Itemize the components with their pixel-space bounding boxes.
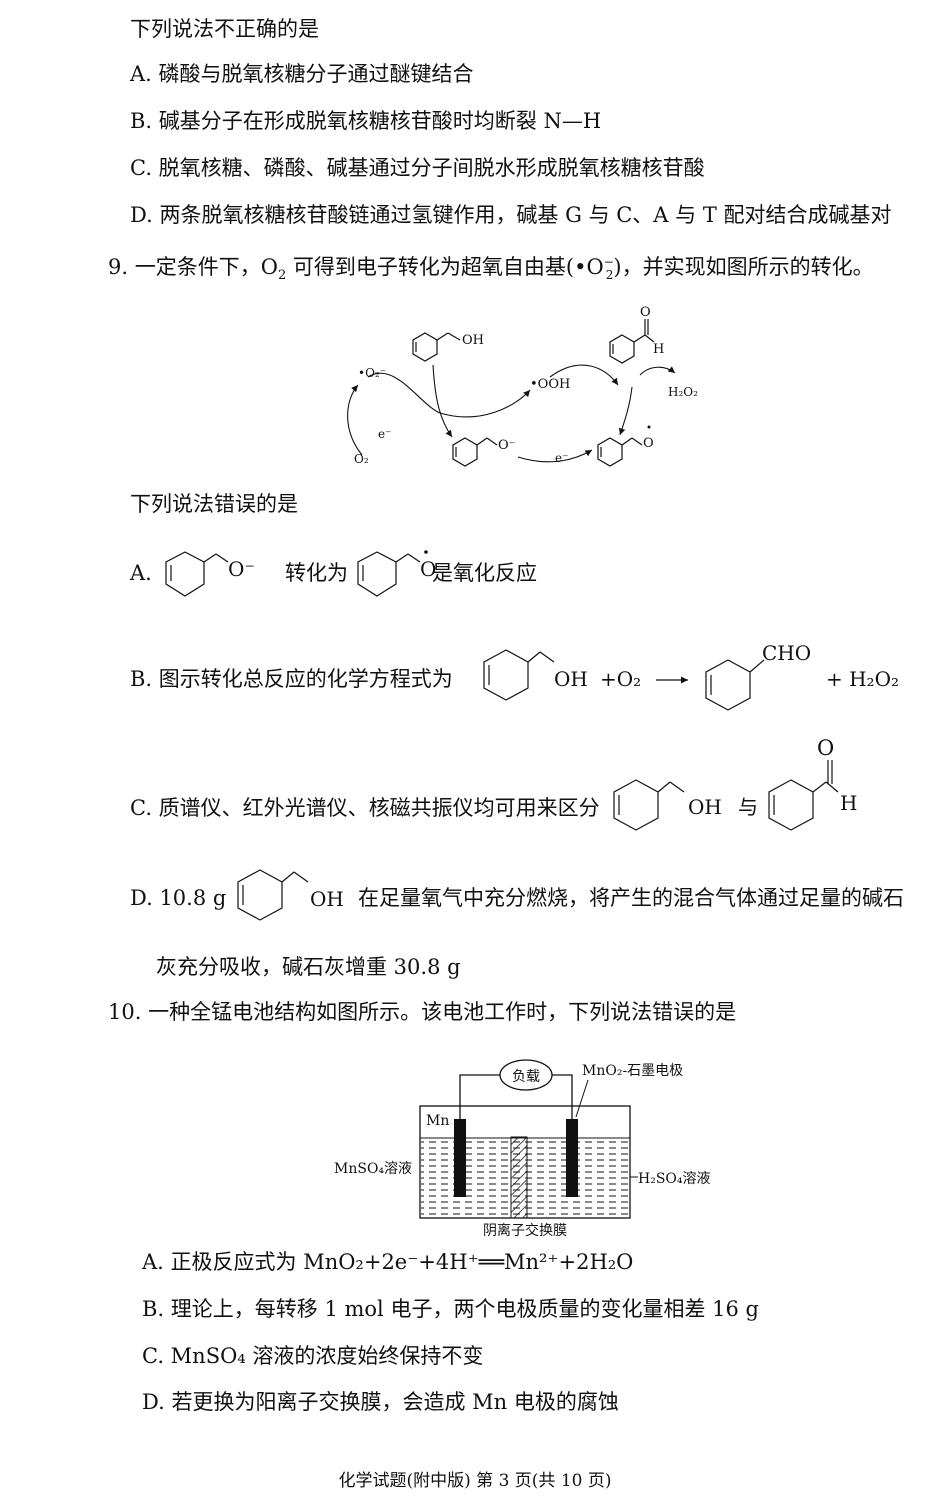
q9-option-d-label: D. 10.8 g (130, 886, 227, 910)
q10-option-d: D. 若更换为阳离子交换膜，会造成 Mn 电极的腐蚀 (142, 1390, 619, 1414)
q10-option-c: C. MnSO₄ 溶液的浓度始终保持不变 (142, 1344, 484, 1368)
q8-option-a: A. 磷酸与脱氧核糖分子通过醚键结合 (130, 62, 474, 86)
diagram-o-radical: O (643, 436, 654, 451)
diagram-superoxide: •O₂⁻ (358, 366, 386, 380)
diagram-o2: O₂ (354, 452, 369, 466)
benzyl-alkoxide-structure (452, 437, 498, 467)
q9-option-d-line2: 灰充分吸收，碱石灰增重 30.8 g (156, 955, 461, 979)
radical-dot (647, 425, 651, 429)
q8-option-d: D. 两条脱氧核糖核苷酸链通过氢键作用，碱基 G 与 C、A 与 T 配对结合成… (130, 203, 892, 227)
q9-reaction-diagram: OH O H O⁻ O •O₂⁻ O₂ e⁻ e⁻ •OOH H₂O₂ (347, 305, 698, 467)
q9-d-benzyl-alcohol: OH (237, 869, 344, 921)
mn-electrode (454, 1119, 466, 1197)
q9-c-oh: OH (688, 795, 722, 819)
diagram-ooh: •OOH (530, 377, 570, 392)
q9-prompt: 下列说法错误的是 (130, 492, 298, 516)
diagram-aldehyde-h: H (653, 342, 664, 357)
diagram-aldehyde-o: O (640, 305, 651, 320)
q9-option-a-label: A. (130, 561, 152, 585)
q9-c-aldehyde-o: O (817, 736, 835, 760)
cathode-leader (575, 1079, 589, 1118)
benzyl-alcohol-structure (412, 332, 461, 362)
q9-b-plus-h2o2: + H₂O₂ (826, 667, 899, 691)
mno2-graphite-electrode (566, 1119, 578, 1197)
diagram-arrows (347, 364, 676, 463)
mn-label: Mn (426, 1113, 449, 1129)
q10-battery-diagram: 负载 Mn MnO₂-石墨电极 MnSO₄溶液 H₂SO₄溶液 阴离子交换膜 (334, 1059, 711, 1239)
load-label: 负载 (512, 1069, 540, 1085)
q8-option-b: B. 碱基分子在形成脱氧核糖核苷酸时均断裂 N—H (130, 109, 602, 133)
q9-b-cho: CHO (762, 641, 811, 665)
q10-option-a: A. 正极反应式为 MnO₂+2e⁻+4H⁺══Mn²⁺+2H₂O (142, 1250, 634, 1274)
membrane-label: 阴离子交换膜 (483, 1222, 567, 1239)
q9-option-c-label: C. 质谱仪、红外光谱仪、核磁共振仪均可用来区分 (130, 796, 600, 820)
q9-d-oh: OH (310, 887, 344, 911)
diagram-o-minus: O⁻ (498, 438, 516, 453)
q9-b-benzaldehyde (705, 659, 765, 711)
left-solution-label: MnSO₄溶液 (334, 1161, 412, 1177)
cathode-label: MnO₂-石墨电极 (582, 1063, 683, 1079)
q9-a-o-radical: O (420, 557, 436, 581)
q9-a-o-minus: O⁻ (228, 557, 255, 581)
benzyloxy-radical-structure (597, 437, 643, 467)
q9-b-plus-o2: +O₂ (600, 667, 641, 691)
q9-b-benzyl-alcohol (483, 649, 555, 701)
load-symbol (499, 1059, 553, 1091)
q9-a-radical-dot (424, 550, 428, 554)
benzaldehyde-structure (609, 319, 655, 364)
q9-stem: 9. 一定条件下，O2 可得到电子转化为超氧自由基(•O−2)，并实现如图所示的… (108, 255, 874, 284)
q10-option-b: B. 理论上，每转移 1 mol 电子，两个电极质量的变化量相差 16 g (142, 1297, 759, 1321)
diagram-e-bottom: e⁻ (555, 451, 568, 465)
diagram-oh-label: OH (462, 333, 484, 348)
q9-c-h: H (840, 791, 857, 815)
diagram-e-left: e⁻ (378, 427, 391, 441)
q9-option-a-mid: 转化为 (285, 561, 348, 585)
page-footer: 化学试题(附中版) 第 3 页(共 10 页) (338, 1471, 612, 1491)
q9-b-equation: OH +O₂ CHO + H₂O₂ (483, 641, 899, 711)
q9-option-a-end: 是氧化反应 (432, 561, 537, 585)
q8-option-c: C. 脱氧核糖、磷酸、碱基通过分子间脱水形成脱氧核糖核苷酸 (130, 156, 705, 180)
q10-stem: 10. 一种全锰电池结构如图所示。该电池工作时，下列说法错误的是 (108, 1000, 737, 1024)
q9-c-carbonyl-bond (827, 760, 833, 784)
diagram-h2o2: H₂O₂ (668, 385, 698, 399)
q9-c-and: 与 (738, 795, 758, 819)
anion-exchange-membrane (510, 1136, 528, 1219)
q8-prompt: 下列说法不正确的是 (130, 17, 319, 41)
q9-option-b-label: B. 图示转化总反应的化学方程式为 (130, 667, 453, 691)
q9-b-oh: OH (554, 667, 588, 691)
q9-c-benzaldehyde (768, 779, 839, 831)
q9-option-d-rest: 在足量氧气中充分燃烧，将产生的混合气体通过足量的碱石 (358, 886, 904, 910)
right-solution-label: H₂SO₄溶液 (638, 1171, 711, 1187)
q9-c-benzyl-alcohol (613, 779, 685, 831)
q9-a-radical-structure: O (357, 550, 436, 597)
q9-a-alkoxide-structure: O⁻ (165, 551, 255, 597)
